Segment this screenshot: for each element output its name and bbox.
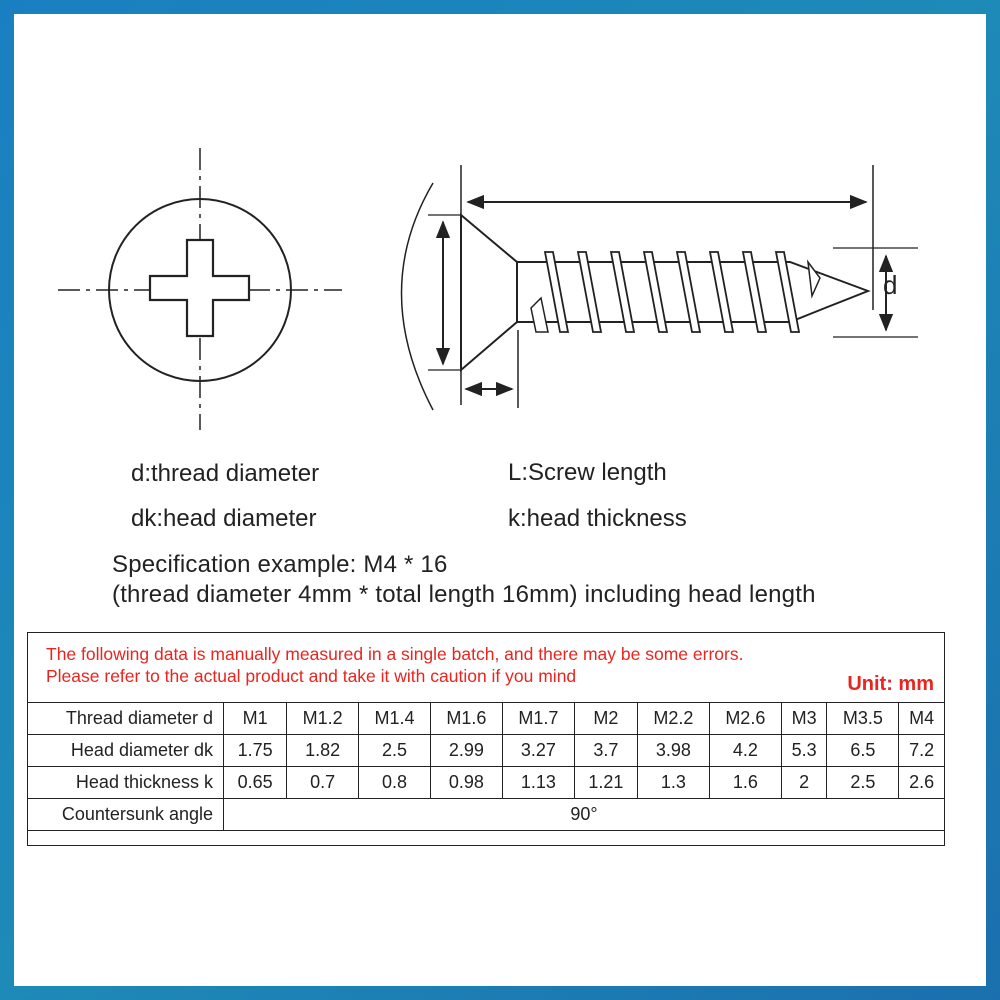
table-cell: M1.2 <box>286 702 360 735</box>
spec-example: Specification example: M4 * 16 <box>112 551 448 578</box>
measurement-notice: The following data is manually measured … <box>46 643 743 687</box>
table-cell: M3 <box>780 702 828 735</box>
table-cell: 4.2 <box>708 734 782 767</box>
countersunk-head <box>460 212 518 373</box>
row-header: Head diameter dk <box>27 734 224 767</box>
row-header: Thread diameter d <box>27 702 224 735</box>
legend-length: L:Screw length <box>508 459 667 486</box>
table-cell: M2.6 <box>708 702 782 735</box>
row-header: Head thickness k <box>27 766 224 799</box>
table-cell: M2.2 <box>636 702 710 735</box>
head-top-view <box>58 148 342 430</box>
table-cell: 2 <box>780 766 828 799</box>
table-cell: 6.5 <box>826 734 900 767</box>
screw-side-view <box>400 165 918 411</box>
table-cell: 2.6 <box>898 766 945 799</box>
table-cell: 2.99 <box>429 734 503 767</box>
table-cell: 1.21 <box>573 766 638 799</box>
spec-table-box: The following data is manually measured … <box>27 632 945 846</box>
row-header: Countersunk angle <box>27 798 224 831</box>
table-cell: M1 <box>222 702 288 735</box>
table-cell: 1.75 <box>222 734 288 767</box>
table-cell: M4 <box>898 702 945 735</box>
thread-section <box>530 251 871 333</box>
legend-k: k:head thickness <box>508 505 687 532</box>
table-cell: 3.98 <box>636 734 710 767</box>
table-cell: 0.7 <box>286 766 360 799</box>
table-cell: M1.6 <box>429 702 503 735</box>
table-cell: M2 <box>573 702 638 735</box>
table-cell: 5.3 <box>780 734 828 767</box>
legend-d: d:thread diameter <box>131 460 320 487</box>
legend-dk: dk:head diameter <box>131 505 317 532</box>
d-dimension-label: d <box>883 270 898 300</box>
table-cell: M1.7 <box>501 702 575 735</box>
table-cell: 1.3 <box>636 766 710 799</box>
table-cell: 0.8 <box>358 766 431 799</box>
phillips-cross-icon <box>148 238 251 338</box>
notice-line-2: Please refer to the actual product and t… <box>46 666 577 686</box>
table-cell: 0.65 <box>222 766 288 799</box>
countersunk-angle-value: 90° <box>223 798 945 831</box>
unit-label: Unit: mm <box>847 673 934 695</box>
table-cell: 3.7 <box>573 734 638 767</box>
table-cell: 2.5 <box>826 766 900 799</box>
table-cell: M1.4 <box>358 702 431 735</box>
table-cell: 7.2 <box>898 734 945 767</box>
head-arc <box>400 182 434 411</box>
head-outline <box>108 198 292 382</box>
table-cell: 1.13 <box>501 766 575 799</box>
notice-line-1: The following data is manually measured … <box>46 644 744 664</box>
table-cell: 1.6 <box>708 766 782 799</box>
spec-explanation: (thread diameter 4mm * total length 16mm… <box>112 581 816 608</box>
table-cell: 1.82 <box>286 734 360 767</box>
table-cell: 2.5 <box>358 734 431 767</box>
table-cell: 0.98 <box>429 766 503 799</box>
table-cell: M3.5 <box>826 702 900 735</box>
table-cell: 3.27 <box>501 734 575 767</box>
